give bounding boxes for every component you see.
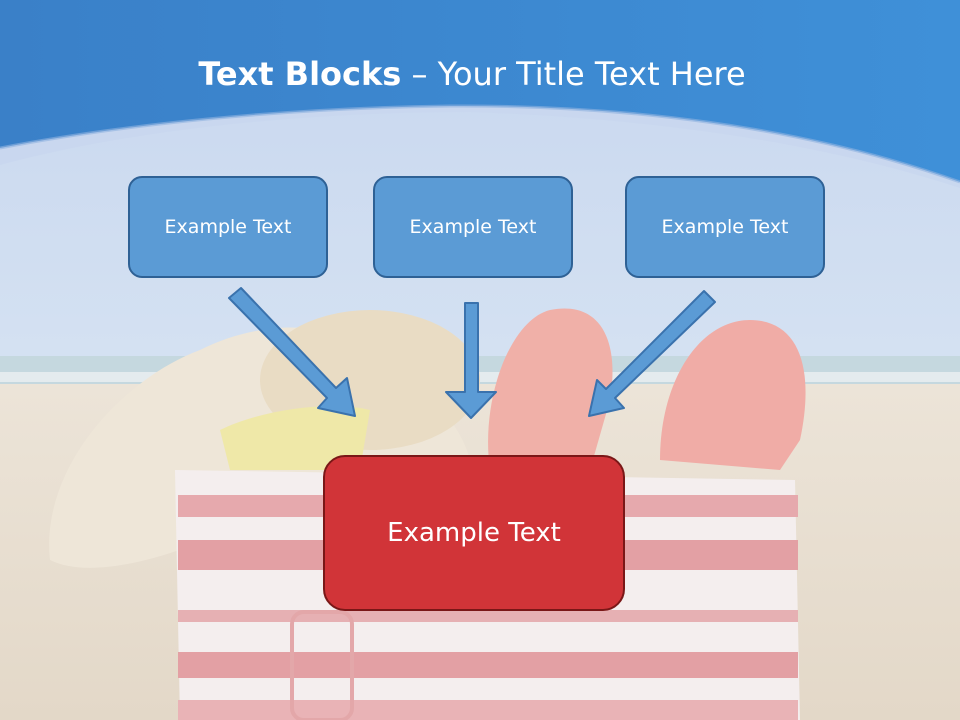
arrow-left [228, 287, 356, 417]
text-block-left-label: Example Text [164, 216, 292, 238]
arrow-right [588, 290, 716, 417]
text-block-center-label: Example Text [409, 216, 537, 238]
text-block-center[interactable]: Example Text [373, 176, 573, 278]
center-text-block-label: Example Text [387, 518, 561, 548]
text-block-left[interactable]: Example Text [128, 176, 328, 278]
slide-title: Text Blocks – Your Title Text Here [0, 52, 944, 96]
text-block-right[interactable]: Example Text [625, 176, 825, 278]
title-rest: Your Title Text Here [437, 55, 746, 93]
title-bold: Text Blocks [198, 55, 402, 93]
title-separator: – [401, 55, 438, 93]
text-block-right-label: Example Text [661, 216, 789, 238]
center-text-block[interactable]: Example Text [323, 455, 625, 611]
arrow-center [445, 302, 497, 419]
